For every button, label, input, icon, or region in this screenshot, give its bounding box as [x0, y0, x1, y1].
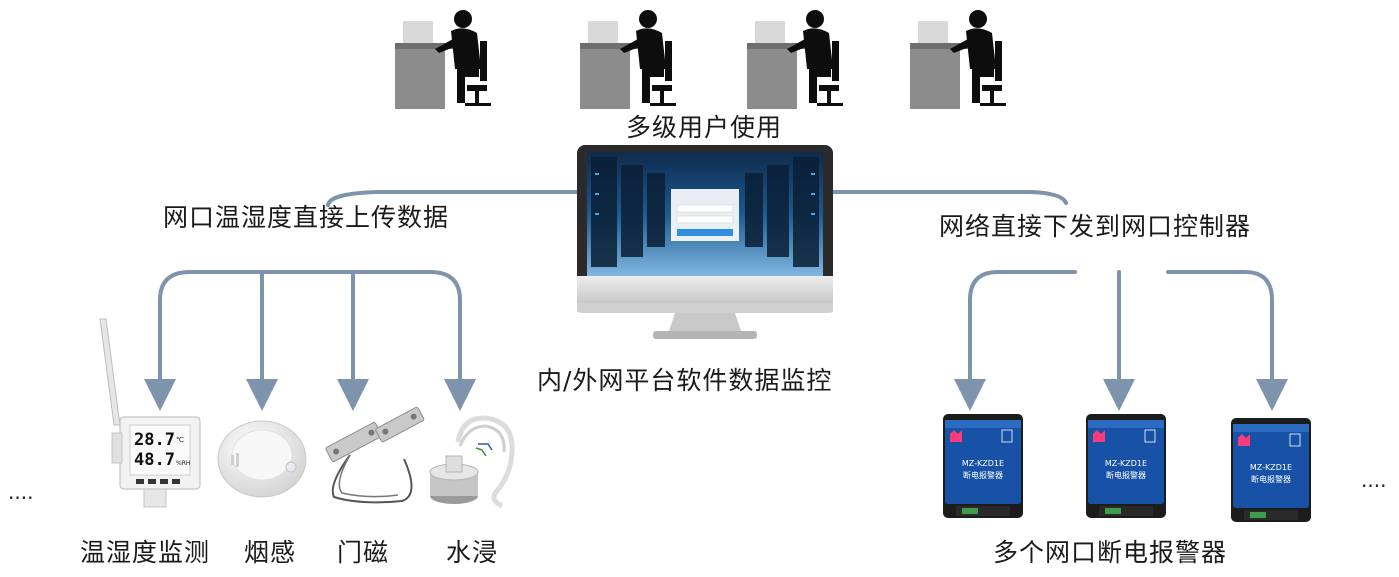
water-label: 水浸	[446, 538, 499, 567]
alarm-model-text: MZ-KZD1E	[962, 459, 1004, 468]
sensor-hum-unit: %RH	[176, 460, 190, 467]
power-alarm-device-icon: MZ-KZD1E 断电报警器	[1231, 418, 1311, 522]
alarm-name-text: 断电报警器	[1106, 470, 1146, 480]
platform-label: 内/外网平台软件数据监控	[537, 366, 833, 395]
upload-label: 网口温湿度直接上传数据	[163, 203, 450, 232]
upload-line	[326, 190, 587, 207]
door-label: 门磁	[337, 538, 390, 567]
temp-humidity-sensor-icon: 28.7 ℃ 48.7 %RH	[99, 318, 201, 508]
power-alarm-device-icon: MZ-KZD1E 断电报警器	[1086, 414, 1166, 518]
ellipsis-right: ....	[1361, 468, 1387, 492]
door-magnet-icon	[325, 406, 425, 504]
sensor-temp-unit: ℃	[176, 436, 184, 444]
download-line	[831, 190, 1068, 205]
user-at-desk-icon	[395, 10, 491, 109]
user-at-desk-icon	[747, 10, 843, 109]
temp-humidity-label: 温湿度监测	[80, 538, 211, 567]
alarm-name-text: 断电报警器	[1251, 474, 1291, 484]
alarm-model-text: MZ-KZD1E	[1105, 459, 1147, 468]
sensor-temperature: 28.7	[134, 430, 175, 450]
water-leak-sensor-icon	[429, 415, 515, 509]
user-at-desk-icon	[910, 10, 1006, 109]
alarms-label: 多个网口断电报警器	[993, 538, 1228, 567]
smoke-detector-icon	[217, 420, 307, 498]
sensor-humidity: 48.7	[134, 450, 175, 470]
monitor-icon	[577, 145, 833, 339]
power-alarm-device-icon: MZ-KZD1E 断电报警器	[943, 414, 1023, 518]
user-at-desk-icon	[580, 10, 676, 109]
multi-user-label: 多级用户使用	[626, 113, 783, 142]
ellipsis-left: ....	[8, 480, 34, 504]
alarm-bus-right	[1166, 270, 1288, 411]
alarm-name-text: 断电报警器	[963, 470, 1003, 480]
download-label: 网络直接下发到网口控制器	[939, 212, 1252, 241]
alarm-bus-left	[954, 270, 1077, 411]
alarm-model-text: MZ-KZD1E	[1250, 463, 1292, 472]
smoke-label: 烟感	[244, 538, 297, 567]
sensor-bus-line	[158, 270, 476, 411]
